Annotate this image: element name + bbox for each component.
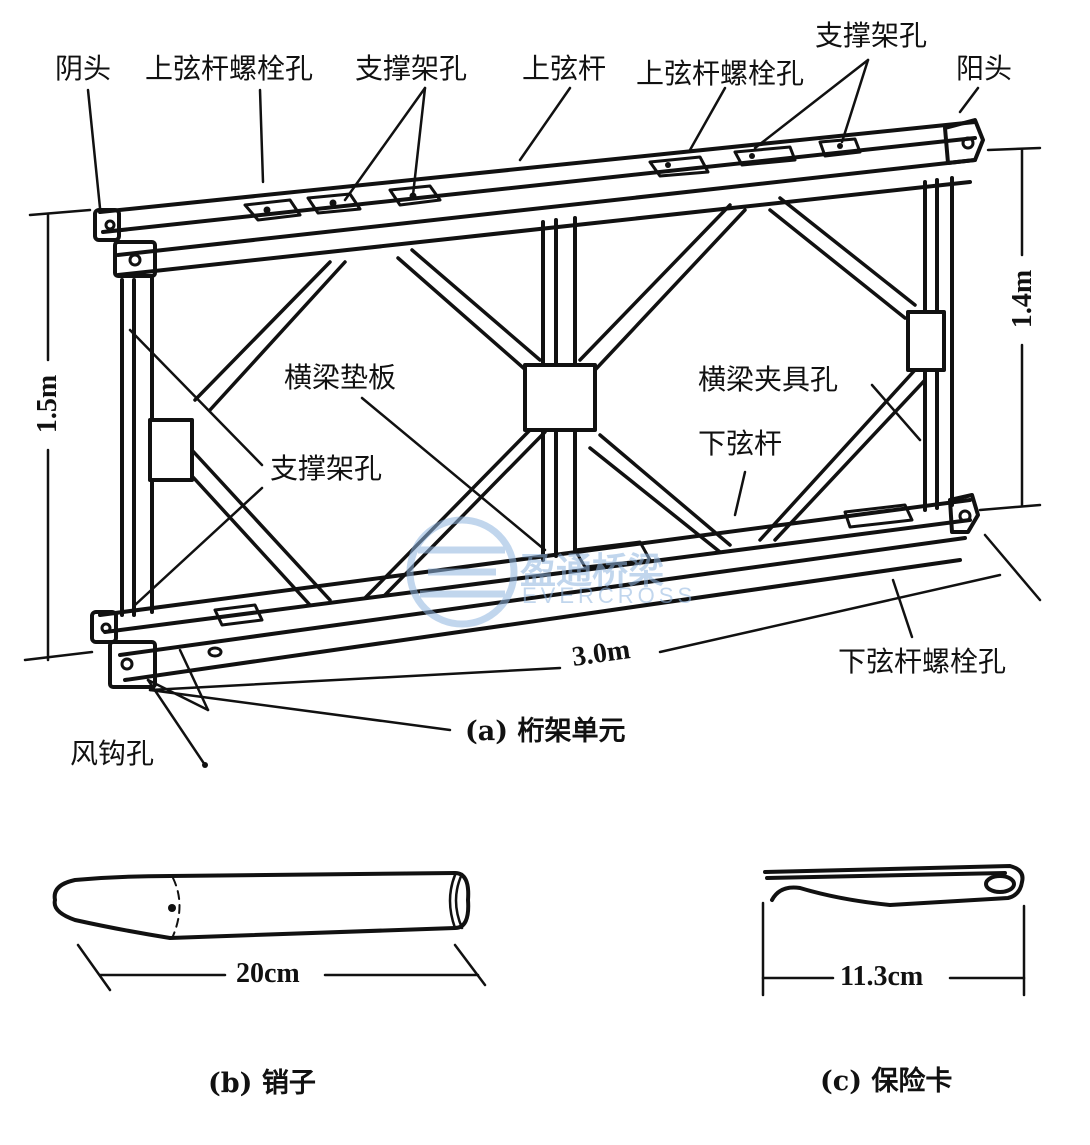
lower-chord-plates — [213, 503, 914, 627]
lower-male-end — [948, 493, 980, 534]
dimension-lines-c — [761, 901, 1026, 997]
watermark-text-en: EVERCROSS — [522, 583, 697, 608]
left-post — [120, 276, 154, 617]
pin-drawing — [52, 871, 471, 940]
label-lower-chord: 下弦杆 — [698, 427, 783, 460]
lower-female-end — [90, 610, 157, 689]
watermark-logo — [406, 516, 518, 628]
male-end-block — [943, 118, 985, 165]
dimension-pin-length: 20cm — [236, 958, 300, 989]
caption-panel-b: (b) 销子 — [208, 1068, 316, 1099]
label-transom-pad: 横梁垫板 — [284, 361, 397, 394]
label-male-end: 阳头 — [956, 52, 1013, 85]
dimension-lines-a — [23, 146, 1042, 732]
label-wind-hook-hole: 风钩孔 — [70, 737, 155, 770]
wind-hook-hole-mark — [207, 646, 223, 658]
upper-chord — [98, 120, 977, 277]
female-end-block — [93, 208, 157, 278]
dimension-lines-b — [76, 943, 487, 992]
label-bracing-frame-hole-left: 支撑架孔 — [270, 452, 383, 485]
dimension-height-outer: 1.5m — [32, 374, 63, 434]
label-bracing-frame-hole-top-right: 支撑架孔 — [815, 19, 928, 52]
dimension-height-inner: 1.4m — [1007, 269, 1038, 329]
caption-panel-c: (c) 保险卡 — [820, 1066, 953, 1097]
label-upper-chord-bolt-hole-right: 上弦杆螺栓孔 — [636, 57, 805, 90]
dimension-clip-length: 11.3cm — [840, 961, 924, 992]
caption-panel-a: (a) 桁架单元 — [465, 716, 626, 747]
clip-drawing — [763, 864, 1025, 907]
label-lower-chord-bolt-hole: 下弦杆螺栓孔 — [838, 645, 1007, 678]
leader-lines — [86, 58, 980, 767]
lower-chord — [98, 498, 972, 682]
label-transom-clamp-hole: 横梁夹具孔 — [698, 363, 839, 396]
transom-pads — [148, 310, 946, 482]
watermark-text-cn: 盈通桥梁 — [520, 550, 665, 591]
label-upper-chord: 上弦杆 — [522, 52, 607, 85]
label-bracing-frame-hole-top-left: 支撑架孔 — [355, 52, 468, 85]
label-female-end: 阴头 — [55, 52, 112, 85]
upper-chord-plates — [243, 137, 862, 222]
label-upper-chord-bolt-hole-left: 上弦杆螺栓孔 — [145, 52, 314, 85]
